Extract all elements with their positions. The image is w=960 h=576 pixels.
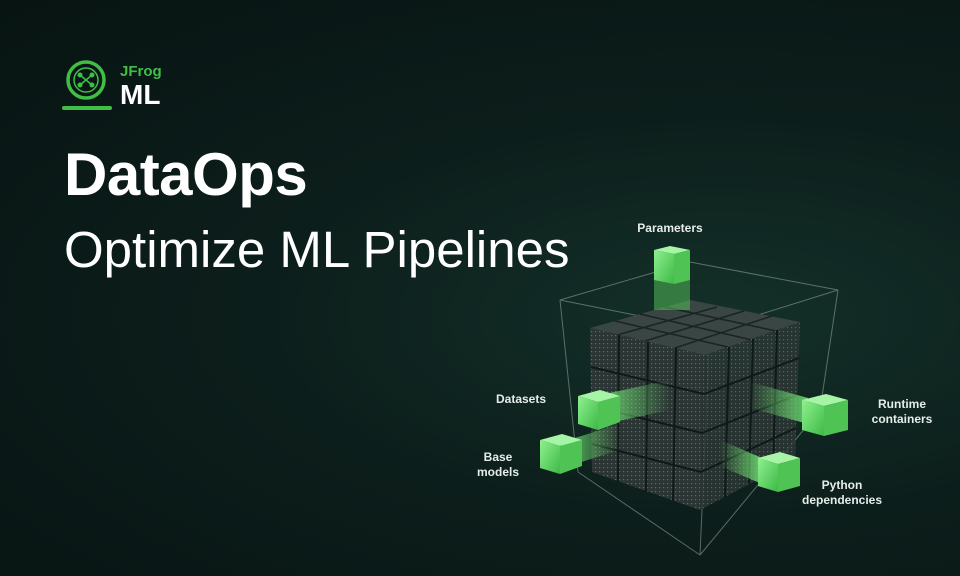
python-dependencies-block — [720, 440, 800, 492]
datasets-block — [578, 380, 670, 430]
label-python-dependencies-line1: Python — [822, 478, 863, 492]
logo-product: ML — [120, 79, 161, 110]
label-base-models-line2: models — [477, 465, 519, 479]
jfrog-ml-logo: JFrog ML — [62, 58, 182, 114]
parameters-block — [654, 246, 690, 310]
label-python-dependencies-line2: dependencies — [802, 493, 882, 507]
base-models-block — [540, 424, 620, 474]
label-parameters: Parameters — [637, 221, 703, 235]
label-runtime-containers-line1: Runtime — [878, 397, 926, 411]
label-runtime-containers-line2: containers — [872, 412, 933, 426]
label-datasets: Datasets — [496, 392, 546, 406]
page-title: DataOps — [64, 141, 308, 208]
label-base-models-line1: Base — [484, 450, 513, 464]
ml-pipeline-cube-illustration: Parameters Datasets Base models Runtime … — [477, 221, 933, 556]
logo-underline — [62, 106, 112, 110]
page-subtitle: Optimize ML Pipelines — [64, 221, 570, 278]
jfrog-ml-logo-icon — [66, 60, 106, 100]
logo-brand: JFrog — [120, 63, 162, 80]
runtime-containers-block — [750, 382, 848, 436]
